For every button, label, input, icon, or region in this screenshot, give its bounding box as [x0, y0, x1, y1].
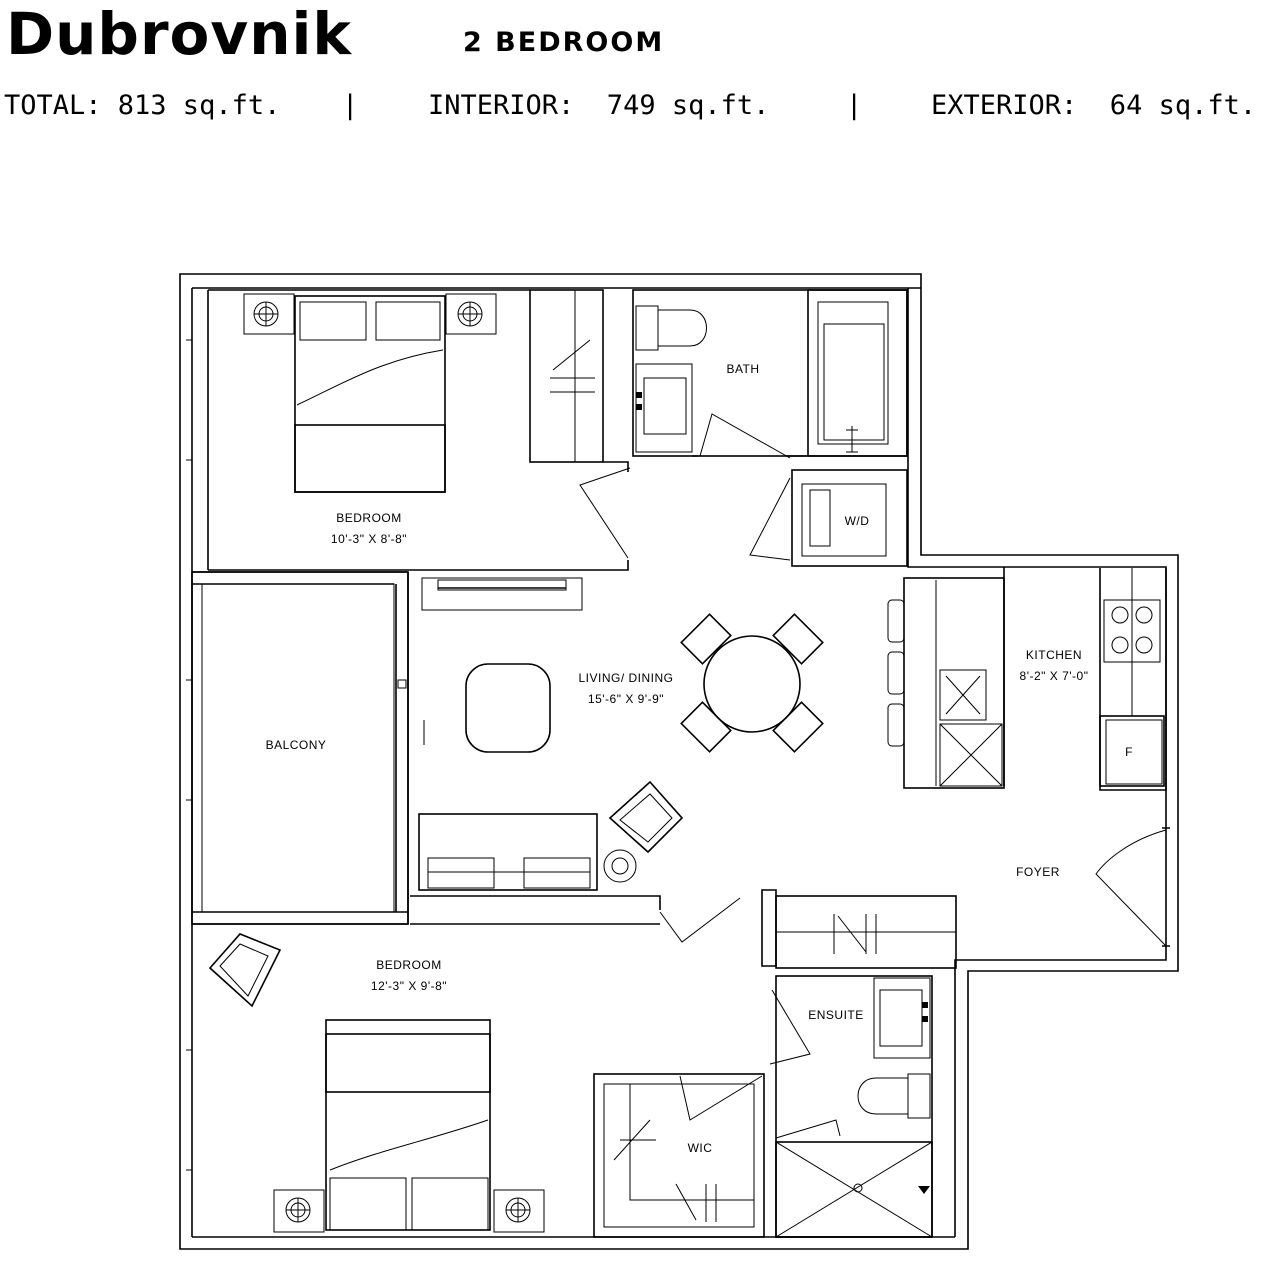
- balcony-label: BALCONY: [266, 738, 327, 752]
- kitchen-dimensions: 8'-2" X 7'-0": [1020, 669, 1089, 683]
- ensuite-label: ENSUITE: [808, 1008, 864, 1022]
- bedroom-2-label: BEDROOM: [376, 958, 442, 972]
- wic-label: WIC: [688, 1141, 713, 1155]
- unit-name: Dubrovnik: [6, 0, 352, 68]
- bedroom-1: [207, 289, 631, 571]
- area-summary: TOTAL: 813 sq.ft. | INTERIOR: 749 sq.ft.…: [4, 88, 1266, 124]
- room-labels: BEDROOM 10'-3" X 8'-8" BATH W/D LIVING/ …: [266, 362, 1133, 1155]
- exterior-walls: [179, 273, 1179, 1250]
- kitchen-label: KITCHEN: [1026, 648, 1082, 662]
- interior-area: INTERIOR: 749 sq.ft.: [428, 90, 770, 121]
- bedroom-2: [208, 897, 811, 1233]
- living-dining-label: LIVING/ DINING: [578, 671, 673, 685]
- fridge-label: F: [1125, 745, 1133, 759]
- foyer-label: FOYER: [1016, 865, 1060, 879]
- bedroom-1-dimensions: 10'-3" X 8'-8": [331, 532, 407, 546]
- balcony: [191, 571, 409, 925]
- bath: [632, 289, 908, 459]
- walk-in-closet: [593, 1073, 765, 1238]
- bath-label: BATH: [726, 362, 759, 376]
- ensuite: [775, 975, 933, 1238]
- bedroom-2-dimensions: 12'-3" X 9'-8": [371, 979, 447, 993]
- total-area: TOTAL: 813 sq.ft.: [4, 90, 281, 121]
- washer-dryer-label: W/D: [845, 514, 870, 528]
- bedroom-1-label: BEDROOM: [336, 511, 402, 525]
- living-dining-dimensions: 15'-6" X 9'-9": [588, 692, 664, 706]
- living-dining: [410, 577, 824, 925]
- laundry-closet: [749, 469, 908, 567]
- area-separator: |: [342, 90, 359, 121]
- exterior-area: EXTERIOR: 64 sq.ft.: [931, 90, 1257, 121]
- area-separator: |: [846, 90, 863, 121]
- foyer: [761, 827, 1170, 969]
- unit-type: 2 BEDROOM: [463, 27, 665, 58]
- kitchen: [887, 567, 1167, 791]
